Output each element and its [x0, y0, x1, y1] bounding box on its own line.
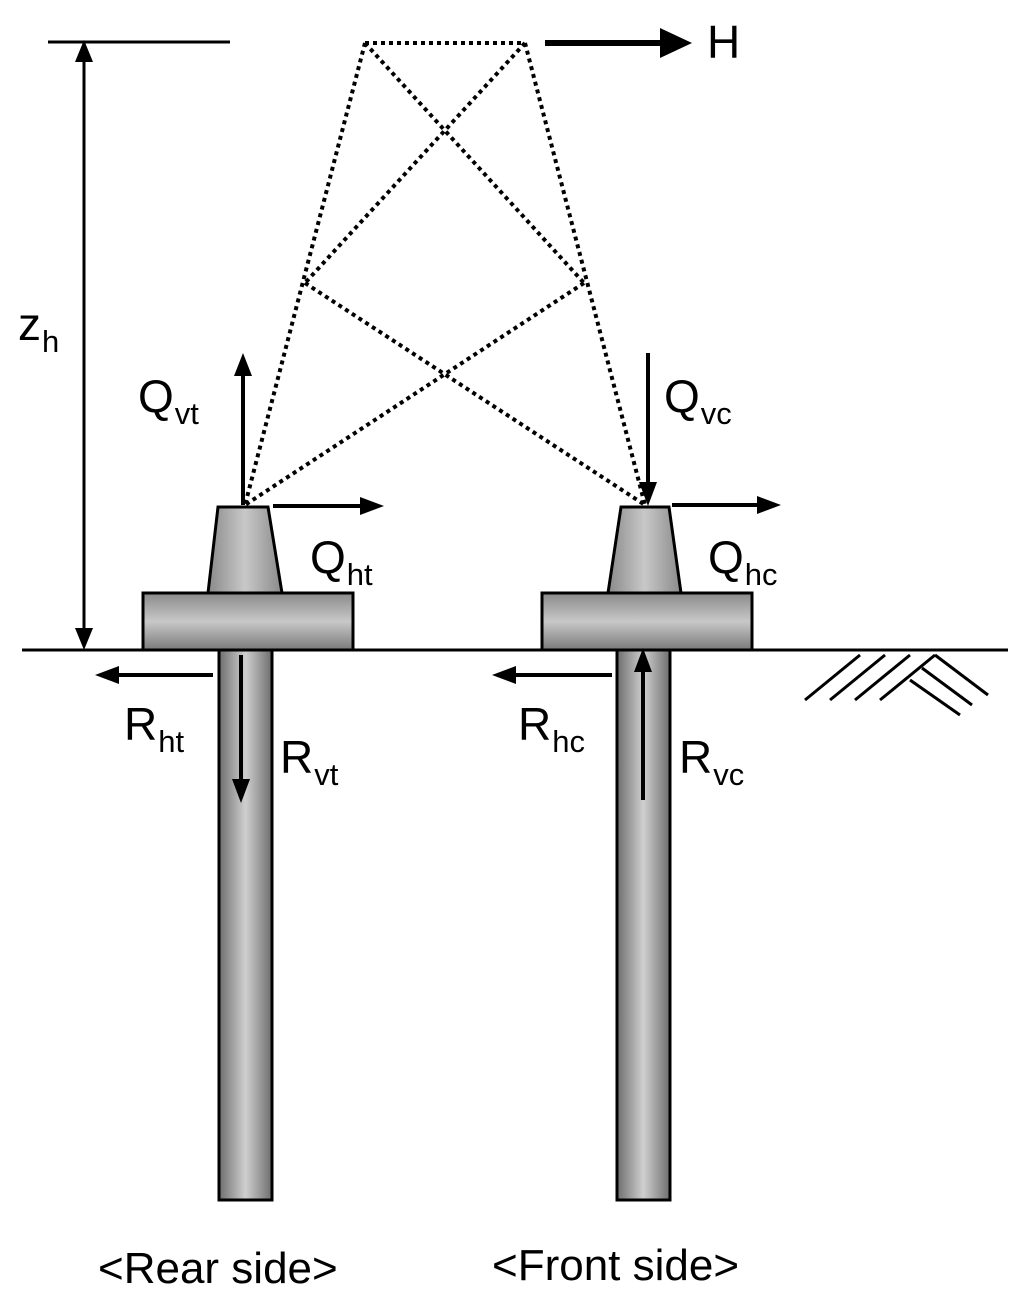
label-q-vt: Qvt — [138, 370, 199, 431]
q-ht-arrow — [273, 497, 384, 515]
label-r-vc: Rvc — [679, 731, 744, 792]
front-pedestal — [606, 505, 683, 595]
label-r-hc-main: R — [518, 698, 551, 750]
label-zh-main: z — [18, 298, 41, 350]
label-zh: zh — [18, 298, 59, 359]
caption-front-side: <Front side> — [492, 1241, 739, 1290]
front-pile-cap — [540, 591, 754, 652]
label-r-hc: Rhc — [518, 698, 585, 759]
r-hc-arrow — [492, 666, 612, 684]
caption-rear-side: <Rear side> — [98, 1244, 338, 1293]
label-r-hc-sub: hc — [552, 724, 585, 759]
horizontal-load-arrow — [545, 28, 692, 58]
label-r-vt: Rvt — [280, 731, 339, 792]
label-q-vc-main: Q — [664, 370, 700, 422]
front-pile-assembly — [540, 505, 754, 1202]
label-q-hc-main: Q — [708, 531, 744, 583]
label-r-ht-sub: ht — [158, 724, 184, 759]
label-q-vt-sub: vt — [175, 396, 200, 431]
rear-pile — [217, 648, 274, 1202]
label-r-vc-sub: vc — [713, 757, 744, 792]
label-q-vc-sub: vc — [701, 396, 732, 431]
r-vc-arrow — [634, 648, 652, 800]
q-vt-arrow — [234, 353, 252, 505]
rear-pedestal — [206, 505, 284, 595]
dimension-arrow-bottom — [75, 628, 93, 650]
label-zh-sub: h — [42, 324, 59, 359]
rear-pile-assembly — [141, 505, 355, 1202]
label-q-ht: Qht — [310, 531, 373, 592]
label-q-hc: Qhc — [708, 531, 778, 592]
label-q-ht-main: Q — [310, 531, 346, 583]
r-ht-arrow — [95, 666, 213, 684]
label-q-ht-sub: ht — [347, 557, 373, 592]
label-q-vc: Qvc — [664, 370, 732, 431]
rear-pile-cap — [141, 591, 355, 652]
label-r-vt-main: R — [280, 731, 313, 783]
height-dimension — [48, 40, 230, 650]
dimension-arrow-top — [75, 40, 93, 62]
label-q-hc-sub: hc — [745, 557, 778, 592]
label-r-ht: Rht — [124, 698, 184, 759]
r-vt-arrow — [232, 655, 250, 803]
label-r-vc-main: R — [679, 731, 712, 783]
q-hc-arrow — [672, 496, 781, 514]
tower-truss — [243, 41, 647, 507]
label-r-vt-sub: vt — [314, 757, 339, 792]
label-h: H — [707, 16, 740, 68]
label-q-vt-main: Q — [138, 370, 174, 422]
label-r-ht-main: R — [124, 698, 157, 750]
q-vc-arrow — [639, 353, 657, 506]
ground-hatch — [804, 653, 989, 717]
